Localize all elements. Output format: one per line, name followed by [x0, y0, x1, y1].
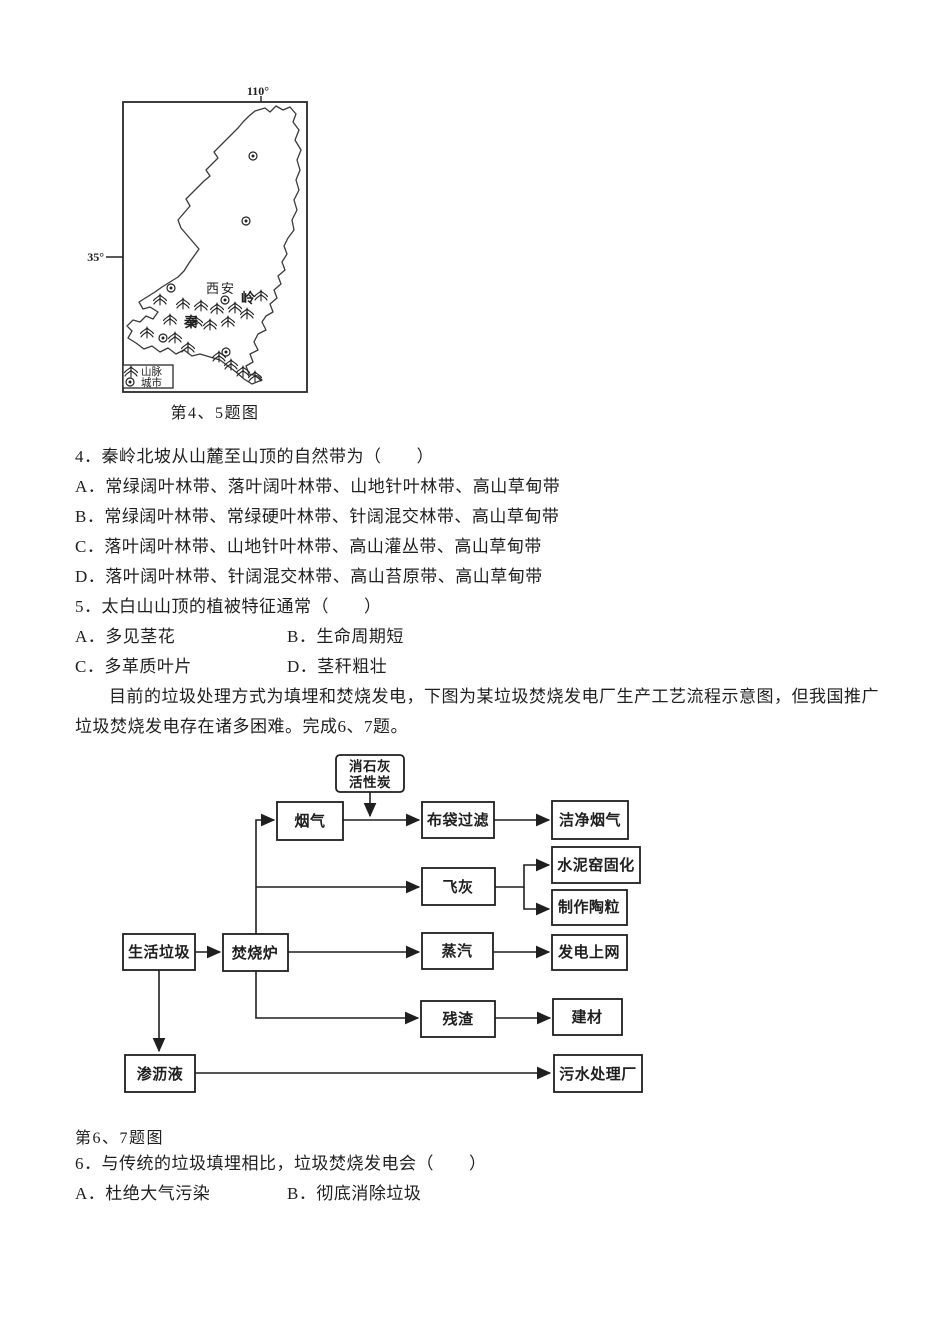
node-bagfilter-box — [421, 801, 495, 839]
node-sewage-box — [553, 1054, 643, 1093]
province-outline — [126, 105, 302, 385]
node-fluegas-box — [276, 801, 344, 841]
node-additive-label-1: 消石灰 — [349, 758, 391, 774]
mountain-icon — [152, 293, 168, 306]
node-grid-box — [551, 934, 628, 971]
q6-option-b: B．彻底消除垃圾 — [287, 1184, 422, 1203]
map-caption: 第4、5题图 — [170, 405, 260, 422]
mountain-icon — [211, 350, 227, 363]
node-fluegas-label: 烟气 — [294, 812, 325, 830]
node-material-label: 建材 — [571, 1008, 602, 1026]
mountain-icon — [175, 297, 191, 310]
q5-option-a: A．多见茎花 — [75, 627, 176, 646]
mountain-icon — [202, 318, 218, 331]
city-icon — [158, 333, 168, 343]
connector-flyash-ceramsite — [523, 887, 551, 916]
mountain-icon — [209, 302, 225, 315]
lat-label: 35° — [87, 250, 104, 264]
node-cleangas-box — [551, 800, 629, 840]
flow-boxes — [122, 754, 643, 1093]
node-steam-box — [421, 932, 494, 970]
city-icon — [221, 347, 231, 357]
qin-char: 秦 — [183, 314, 199, 331]
node-leachate-box — [124, 1054, 196, 1093]
q5-option-b: B．生命周期短 — [287, 627, 404, 646]
mountain-icon — [220, 315, 236, 328]
node-cementkiln-box — [551, 846, 641, 884]
city-icon — [220, 295, 230, 305]
node-grid-label: 发电上网 — [557, 943, 620, 961]
node-steam-label: 蒸汽 — [441, 942, 472, 960]
mountain-icon — [193, 299, 209, 312]
city-icon — [241, 216, 251, 226]
connector-incinerator-residue — [255, 971, 420, 1025]
node-material-box — [552, 998, 623, 1036]
flow-connectors — [152, 792, 552, 1080]
q4-option-a: A．常绿阔叶林带、落叶阔叶林带、山地针叶林带、高山草甸带 — [75, 477, 561, 496]
node-cementkiln-label: 水泥窑固化 — [557, 856, 635, 874]
flowchart-caption: 第6、7题图 — [75, 1130, 165, 1147]
map-legend: 山脉 城市 — [122, 364, 174, 389]
node-ceramsite-box — [551, 889, 628, 926]
q4-option-b: B．常绿阔叶林带、常绿硬叶林带、针阔混交林带、高山草甸带 — [75, 507, 560, 526]
waste-incineration-flowchart: 消石灰 活性炭 烟气 布袋过滤 洁净烟气 水泥窑固化 飞灰 制作陶粒 生活垃圾 … — [122, 754, 643, 1093]
connector-incinerator-fluegas — [255, 813, 276, 934]
q6-stem: 6．与传统的垃圾填埋相比，垃圾焚烧发电会（ ） — [75, 1154, 487, 1173]
connector-flyash-cementkiln — [495, 858, 551, 888]
legend-mountain-label: 山脉 — [141, 365, 162, 378]
mountain-icon — [180, 341, 196, 354]
map-frame — [122, 101, 308, 393]
mountain-icon — [227, 301, 243, 314]
node-sewage-label: 污水处理厂 — [559, 1065, 637, 1083]
q6-option-a: A．杜绝大气污染 — [75, 1184, 211, 1203]
node-cleangas-label: 洁净烟气 — [559, 811, 621, 829]
node-flyash-label: 飞灰 — [442, 878, 473, 896]
mountain-icon — [239, 307, 255, 320]
q4-stem: 4．秦岭北坡从山麓至山顶的自然带为（ ） — [75, 447, 434, 466]
node-ceramsite-label: 制作陶粒 — [558, 898, 620, 916]
ling-char: 岭 — [241, 290, 255, 307]
node-flyash-box — [421, 867, 496, 906]
q4-option-d: D．落叶阔叶林带、针阔混交林带、高山苔原带、高山草甸带 — [75, 567, 543, 586]
legend-city-label: 城市 — [141, 376, 162, 389]
node-leachate-label: 渗沥液 — [137, 1065, 184, 1083]
node-waste-box — [122, 933, 196, 971]
shaanxi-map-figure: 110° 35° — [87, 84, 308, 393]
node-bagfilter-label: 布袋过滤 — [427, 811, 489, 829]
q5-option-c: C．多革质叶片 — [75, 657, 192, 676]
mountain-icon — [253, 289, 269, 302]
flow-labels: 消石灰 活性炭 烟气 布袋过滤 洁净烟气 水泥窑固化 飞灰 制作陶粒 生活垃圾 … — [128, 758, 637, 1083]
mountain-icon — [167, 331, 183, 344]
lon-label: 110° — [247, 84, 269, 98]
q5-stem: 5．太白山山顶的植被特征通常（ ） — [75, 597, 382, 616]
mountain-icon — [162, 313, 178, 326]
node-residue-box — [420, 1000, 496, 1038]
node-additive-label-2: 活性炭 — [349, 774, 391, 790]
city-icon — [166, 283, 176, 293]
node-incinerator-label: 焚烧炉 — [231, 944, 279, 962]
q5-option-d: D．茎秆粗壮 — [287, 657, 388, 676]
node-residue-label: 残渣 — [442, 1010, 474, 1028]
passage-line-1: 目前的垃圾处理方式为填埋和焚烧发电，下图为某垃圾焚烧发电厂生产工艺流程示意图，但… — [109, 687, 879, 706]
q4-option-c: C．落叶阔叶林带、山地针叶林带、高山灌丛带、高山草甸带 — [75, 537, 542, 556]
node-waste-label: 生活垃圾 — [128, 943, 191, 961]
xian-label: 西安 — [206, 281, 236, 296]
node-incinerator-box — [222, 933, 289, 972]
city-icon — [248, 151, 258, 161]
mountain-icon — [139, 326, 155, 339]
passage-line-2: 垃圾焚烧发电存在诸多困难。完成6、7题。 — [75, 717, 408, 736]
node-additive-box — [335, 754, 405, 793]
